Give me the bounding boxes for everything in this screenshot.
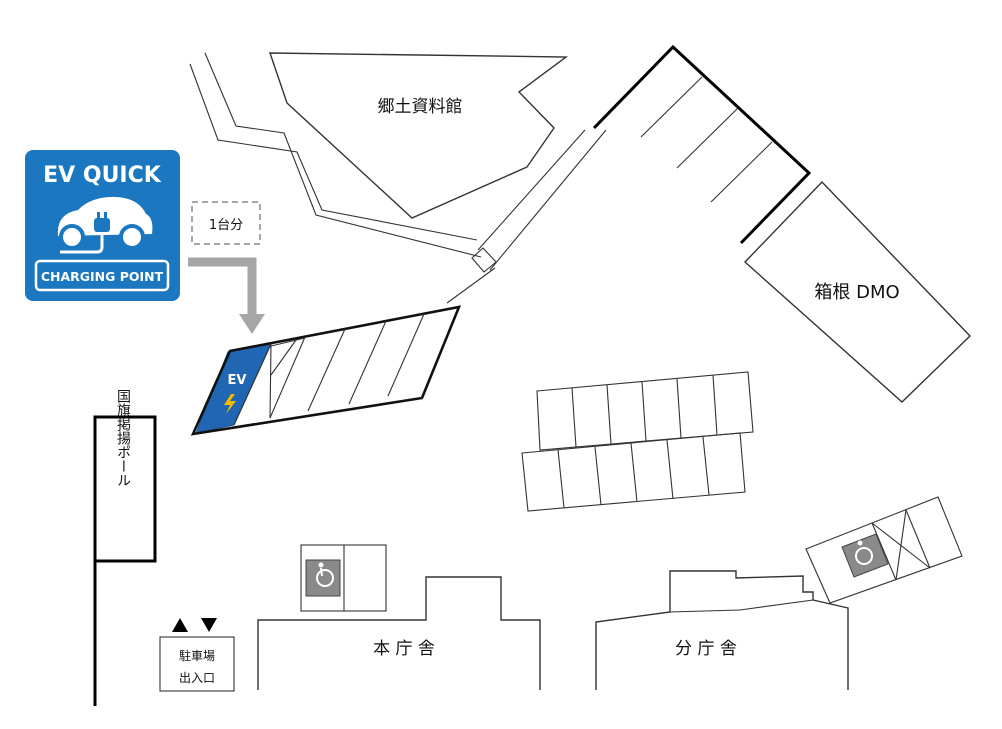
honchosha-label: 本 庁 舎 [373, 639, 435, 659]
sign-subtitle: CHARGING POINT [41, 269, 164, 284]
triangle-down-icon [201, 618, 217, 632]
parking-entrance: 駐車場 出入口 [159, 618, 235, 692]
building-hakone-dmo: 箱根 DMO [743, 180, 971, 403]
accessible-parking-main [300, 544, 387, 612]
building-bunchosha: 分 庁 舎 [595, 570, 849, 690]
triangle-up-icon [172, 618, 188, 632]
building-kyodo-shiryokan: 郷土資料館 [269, 52, 569, 219]
flagpole-label: 国旗掲揚ポール [115, 389, 131, 487]
bunchosha-label: 分 庁 舎 [675, 639, 737, 659]
building-honchosha: 本 庁 舎 [257, 576, 541, 690]
entrance-line1: 駐車場 [179, 648, 215, 663]
kyodo-shiryokan-label: 郷土資料館 [378, 97, 463, 117]
wheelchair-icon [855, 540, 873, 565]
parking-block-center [521, 371, 754, 512]
ev-parking-row: EV [190, 305, 462, 436]
road-lines [189, 52, 607, 304]
wheelchair-icon [316, 562, 334, 587]
callout-text: 1台分 [209, 218, 243, 233]
flagpole-box: 国旗掲揚ポール [93, 389, 157, 706]
hakone-dmo-label: 箱根 DMO [814, 282, 899, 303]
ev-space[interactable] [195, 343, 272, 434]
arrow-icon [188, 257, 257, 316]
parking-strip-top-right [592, 44, 812, 245]
accessible-parking-annex [805, 496, 963, 604]
capacity-callout: 1台分 [188, 201, 265, 334]
ev-space-label: EV [228, 373, 247, 388]
entrance-line2: 出入口 [179, 671, 215, 685]
ev-car-plug-icon [57, 196, 153, 254]
sign-title: EV QUICK [43, 163, 162, 188]
lightning-icon [224, 394, 236, 414]
ev-quick-sign: EV QUICK CHARGING POINT [25, 150, 180, 301]
